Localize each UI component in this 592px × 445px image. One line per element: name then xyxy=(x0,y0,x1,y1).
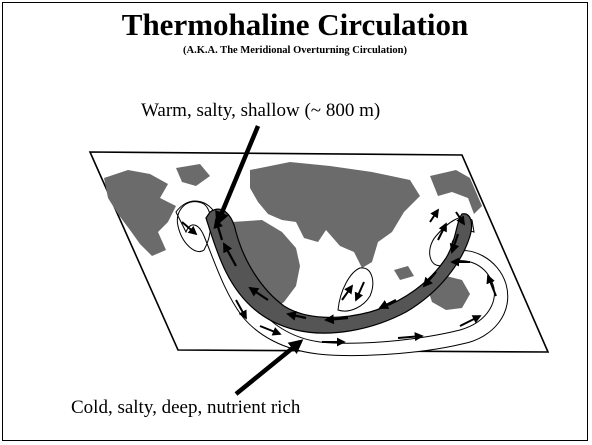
eurasia-landmass xyxy=(250,162,420,268)
cold-callout-arrow xyxy=(234,339,304,396)
arrow-icon xyxy=(181,221,198,236)
africa-landmass xyxy=(226,220,300,312)
arrow-icon xyxy=(341,284,354,301)
arrow-icon xyxy=(235,299,247,320)
arrow-icon xyxy=(455,211,465,226)
indonesia-landmass xyxy=(394,266,414,280)
cold-water-label: Cold, salty, deep, nutrient rich xyxy=(71,397,301,418)
arrow-icon xyxy=(459,315,482,327)
warm-flow-arrows xyxy=(213,218,460,325)
arrow-icon xyxy=(324,314,349,325)
arrow-icon xyxy=(449,233,460,254)
warm-shallow-band xyxy=(205,208,473,334)
arrow-icon xyxy=(248,286,269,301)
arrow-icon xyxy=(429,208,439,223)
arrow-icon xyxy=(397,332,424,342)
arrow-icon xyxy=(286,310,307,321)
indian-ocean-loop xyxy=(337,267,374,312)
arrow-icon xyxy=(422,271,437,288)
arrow-icon xyxy=(378,299,397,309)
arrow-icon xyxy=(486,274,497,297)
east-landmass xyxy=(430,170,482,214)
arrow-icon xyxy=(259,325,282,336)
page-subtitle: (A.K.A. The Meridional Overturning Circu… xyxy=(183,45,407,56)
cold-flow-arrows xyxy=(181,208,497,347)
greenland-landmass xyxy=(176,164,210,186)
warm-water-label: Warm, salty, shallow (~ 800 m) xyxy=(141,100,381,121)
warm-callout-arrow xyxy=(215,125,261,226)
arrow-icon xyxy=(437,222,447,241)
arrow-icon xyxy=(354,281,365,302)
page-title: Thermohaline Circulation xyxy=(121,7,469,42)
north-america-landmass xyxy=(104,170,176,256)
arrow-icon xyxy=(223,242,237,267)
